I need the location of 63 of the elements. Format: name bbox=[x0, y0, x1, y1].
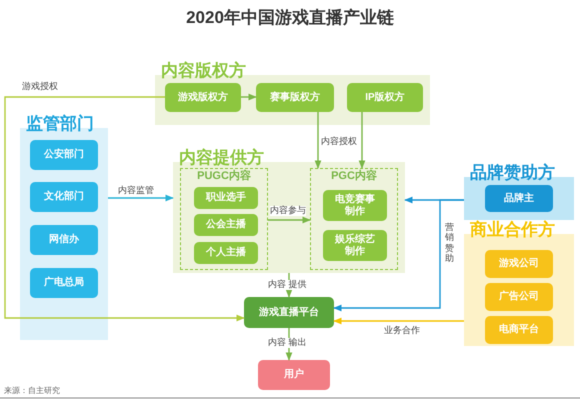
process-box bbox=[30, 225, 98, 255]
node-label: 电商平台 bbox=[499, 324, 539, 336]
group-heading: PUGC内容 bbox=[196, 171, 252, 182]
group-heading: 品牌赞助方 bbox=[470, 164, 555, 181]
process-box bbox=[347, 83, 423, 112]
edge-label: 游戏授权 bbox=[22, 82, 58, 92]
annotation-text: 内容授权 bbox=[321, 135, 357, 148]
process-box bbox=[165, 83, 241, 112]
group-heading: 内容版权方 bbox=[161, 62, 246, 79]
edge-label: 内容 提供 bbox=[268, 280, 307, 290]
diagram-title: 2020年中国游戏直播产业链 bbox=[185, 7, 395, 29]
arrow bbox=[268, 216, 311, 224]
process-box bbox=[30, 268, 98, 298]
group-heading: 内容提供方 bbox=[179, 149, 264, 166]
process-box bbox=[485, 283, 553, 311]
dashed-group-box bbox=[180, 168, 268, 270]
process-box bbox=[323, 230, 387, 261]
node-label: 游戏公司 bbox=[499, 258, 539, 270]
arrow bbox=[333, 199, 464, 312]
node-label: 网信办 bbox=[49, 234, 79, 246]
user-box bbox=[258, 360, 330, 390]
process-box bbox=[256, 83, 334, 112]
source-note: 来源：自主研究 bbox=[4, 385, 60, 396]
group-heading: 监管部门 bbox=[26, 115, 94, 132]
arrow bbox=[314, 112, 322, 169]
arrow bbox=[108, 194, 174, 202]
edge-label: 业务合作 bbox=[384, 326, 420, 336]
node-label: 公会主播 bbox=[206, 219, 246, 231]
process-box bbox=[323, 190, 387, 221]
node-label: 职业选手 bbox=[206, 192, 246, 204]
node-label: 游戏直播平台 bbox=[259, 306, 319, 318]
group-heading: PGC内容 bbox=[330, 171, 378, 182]
process-box bbox=[194, 242, 258, 264]
process-box bbox=[485, 250, 553, 278]
arrow bbox=[333, 318, 464, 324]
node-label: IP版权方 bbox=[365, 92, 405, 104]
arrow bbox=[241, 94, 257, 100]
process-box bbox=[485, 316, 553, 344]
node-label: 广电总局 bbox=[44, 277, 84, 289]
group-heading: 商业合作方 bbox=[470, 221, 555, 238]
arrow bbox=[4, 96, 245, 322]
edge-label: 内容参与 bbox=[270, 206, 306, 216]
dashed-group-box bbox=[310, 168, 398, 270]
node-label: 用户 bbox=[284, 369, 304, 381]
node-label: 娱乐综艺制作 bbox=[334, 234, 376, 258]
node-label: 电竞赛事制作 bbox=[334, 194, 376, 218]
edge-label: 内容 输出 bbox=[268, 338, 307, 348]
node-label: 品牌主 bbox=[504, 192, 534, 204]
process-box bbox=[30, 182, 98, 212]
node-label: 个人主播 bbox=[206, 247, 246, 259]
edge-label: 营销赞助 bbox=[445, 222, 454, 264]
platform-box bbox=[244, 297, 334, 328]
node-label: 公安部门 bbox=[44, 149, 84, 161]
node-label: 游戏版权方 bbox=[178, 92, 228, 104]
node-label: 文化部门 bbox=[44, 191, 84, 203]
process-box bbox=[194, 214, 258, 236]
process-box bbox=[194, 187, 258, 209]
arrow bbox=[358, 112, 366, 169]
node-label: 赛事版权方 bbox=[270, 92, 320, 104]
process-box bbox=[485, 185, 553, 212]
node-label: 广告公司 bbox=[499, 291, 539, 303]
edge-label: 内容监管 bbox=[118, 186, 154, 196]
process-box bbox=[30, 140, 98, 170]
